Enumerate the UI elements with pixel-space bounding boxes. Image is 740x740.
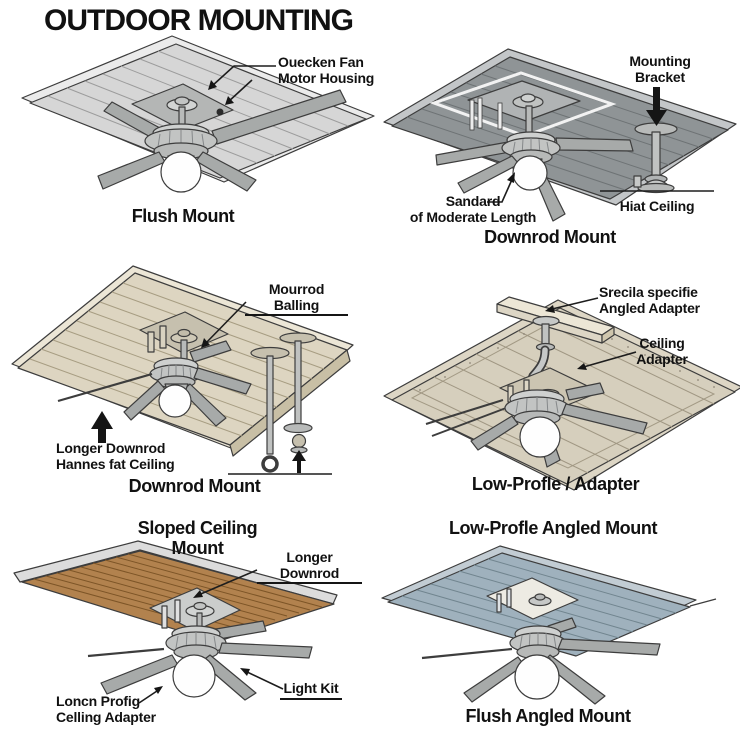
flush-mount-fan — [97, 83, 347, 193]
light-kit-globe — [512, 155, 548, 191]
light-kit-globe — [514, 654, 560, 700]
downrod-detail-pair — [228, 332, 332, 475]
ceiling-adapter-arrow — [577, 351, 637, 370]
caption-low-profile-adapter: Low-Profle / Adapter — [471, 474, 640, 494]
label-ceiling-adapter: Ceiling Adapter — [636, 335, 688, 367]
label-mounting-ball: Mourrod Balling — [245, 281, 348, 317]
light-kit-globe — [172, 654, 216, 698]
mounting-ball — [291, 433, 307, 449]
light-kit-globe — [160, 151, 202, 193]
canopy-bolt — [216, 108, 224, 116]
angled-adapter-arrow — [545, 297, 599, 313]
sloped-mount-fan — [87, 587, 313, 701]
light-kit-globe — [158, 384, 192, 418]
page-title: OUTDOOR MOUNTING — [44, 4, 354, 37]
longer-downrod-arrow — [91, 411, 113, 443]
mounting-bracket-arrow — [646, 87, 667, 126]
low-profile-adapter-illustration — [383, 296, 740, 491]
caption-downrod-mount-mid: Downrod Mount — [128, 476, 261, 496]
label-downrod-length: Sandard of Moderate Length — [409, 193, 537, 225]
downrod-detail — [600, 122, 714, 194]
flush-mount-illustration — [21, 35, 375, 193]
caption-flush-mount: Flush Mount — [131, 206, 235, 226]
longer-downrod-arrow — [193, 569, 258, 598]
label-flat-ceiling: Hiat Ceiling — [619, 198, 695, 214]
downrod-eye — [261, 455, 279, 473]
angled-mount-fan — [421, 577, 661, 705]
caption-flush-angled-mount: Flush Angled Mount — [465, 706, 631, 726]
motor-housing-arrows — [208, 65, 276, 105]
label-light-kit: Light Kit — [280, 680, 342, 700]
caption-downrod-mount-top: Downrod Mount — [484, 227, 616, 247]
heading-low-profile-angled-mount: Low-Profle Angled Mount — [448, 518, 658, 538]
downrod-mount-top-illustration — [383, 48, 737, 222]
label-longer-downrod-sloped: Longer Downrod — [257, 549, 362, 585]
light-kit-globe — [519, 416, 561, 458]
adapter-fan — [425, 367, 648, 468]
downrod-mount-mid-illustration — [11, 265, 354, 475]
light-kit-arrow — [240, 668, 284, 690]
label-angled-adapter: Srecila specifie Angled Adapter — [599, 284, 700, 316]
mounting-ball-arrow — [201, 301, 247, 348]
downrod-length-arrow — [487, 172, 515, 203]
downrod-top-fan — [435, 93, 634, 222]
mounting-bracket-frame — [429, 71, 617, 138]
label-longer-downrod: Longer Downrod Hannes fat Ceiling — [56, 440, 175, 472]
sloped-ceiling-mount-illustration — [13, 540, 338, 704]
flush-angled-mount-illustration — [381, 545, 717, 705]
heading-sloped-ceiling-mount: Sloped Ceiling Mount — [137, 518, 258, 558]
label-low-profile-ceiling-adapter: Loncn Profig Celling Adapter — [56, 693, 156, 725]
label-mounting-bracket: Mounting Bracket — [629, 53, 691, 85]
ceiling-adapter-arrow — [138, 686, 163, 704]
label-fan-motor-housing: Ouecken Fan Motor Housing — [278, 54, 375, 86]
